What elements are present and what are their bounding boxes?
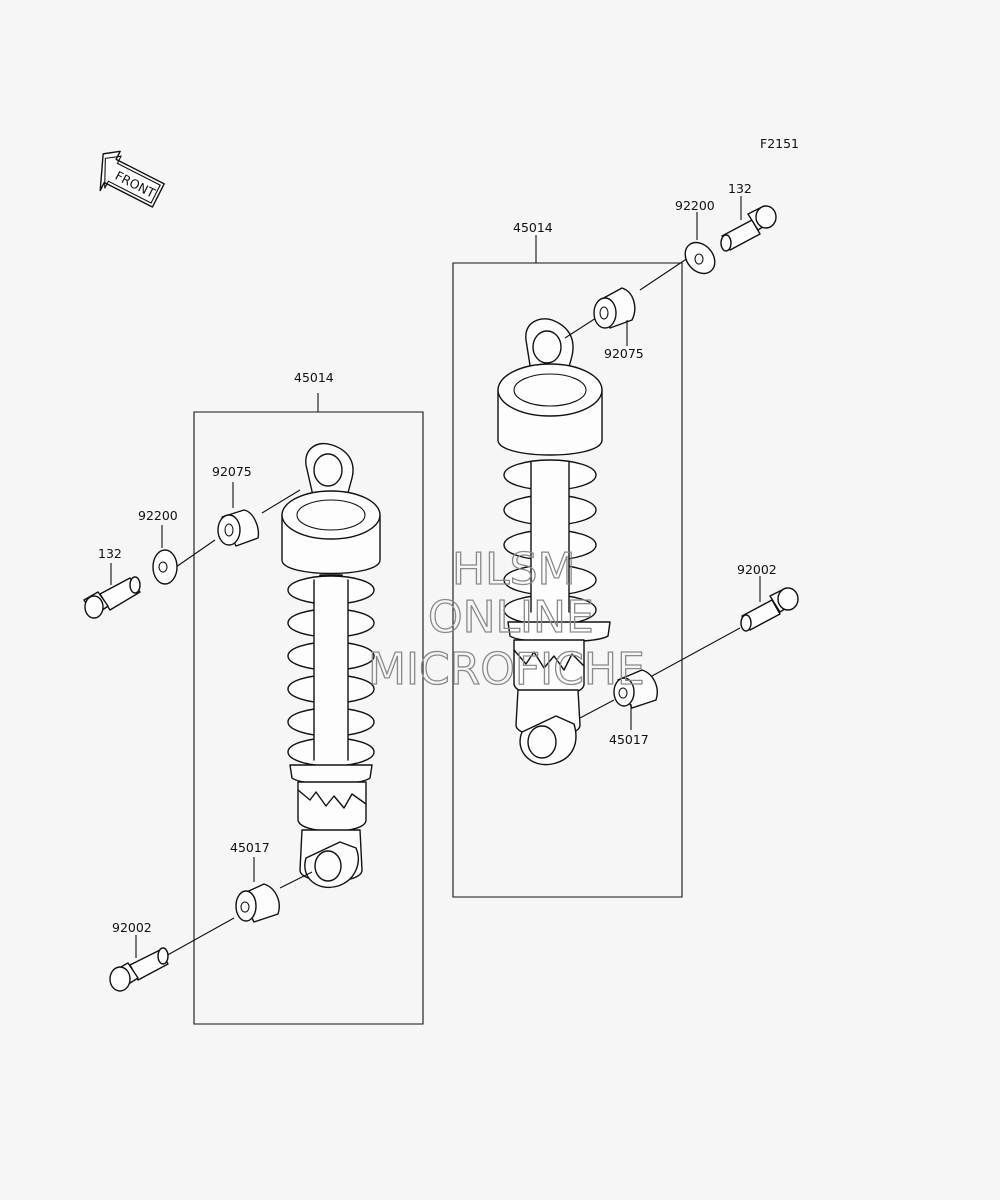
left-bolt-132 bbox=[83, 576, 141, 619]
watermark: HLSM ONLINE MICROFICHE bbox=[367, 543, 645, 695]
right-upper-leader-b bbox=[639, 257, 689, 291]
left-spring bbox=[287, 574, 375, 785]
right-label-45017: 45017 bbox=[609, 732, 649, 747]
left-collar-92075 bbox=[217, 509, 260, 547]
left-bolt-92002 bbox=[109, 947, 169, 992]
right-collar-92075 bbox=[593, 287, 636, 329]
right-upper-leader-a bbox=[564, 317, 597, 339]
left-lower-leader-b bbox=[163, 917, 235, 958]
left-label-132: 132 bbox=[98, 546, 122, 561]
right-washer-92200 bbox=[684, 241, 716, 275]
right-assembly: 45014 bbox=[452, 181, 799, 898]
right-bolt-92002 bbox=[740, 587, 799, 632]
left-label-45017: 45017 bbox=[230, 840, 270, 855]
right-upper-eye bbox=[525, 318, 574, 379]
right-shock-cap bbox=[497, 363, 603, 456]
left-collar-45017 bbox=[235, 883, 280, 923]
left-lower-leader-a bbox=[279, 871, 313, 889]
left-label-92002: 92002 bbox=[112, 920, 152, 935]
front-arrow-icon: FRONT bbox=[99, 150, 165, 208]
left-label-45014: 45014 bbox=[294, 370, 334, 385]
right-lower-eye bbox=[519, 715, 577, 766]
right-bolt-132 bbox=[720, 205, 777, 252]
left-upper-leader-b bbox=[175, 539, 216, 568]
left-label-92075: 92075 bbox=[212, 464, 252, 479]
right-label-92002: 92002 bbox=[737, 562, 777, 577]
right-label-92200: 92200 bbox=[675, 198, 715, 213]
left-upper-eye bbox=[305, 442, 354, 501]
watermark-line2: ONLINE bbox=[428, 592, 594, 643]
right-label-132: 132 bbox=[728, 181, 752, 196]
left-assembly: 45014 bbox=[83, 370, 424, 1025]
right-collar-45017 bbox=[613, 669, 658, 709]
left-lower-eye bbox=[304, 841, 359, 888]
left-label-92200: 92200 bbox=[138, 508, 178, 523]
right-bracket-box bbox=[452, 235, 683, 898]
right-label-92075: 92075 bbox=[604, 346, 644, 361]
left-washer-92200 bbox=[152, 549, 178, 585]
right-lower-leader-b bbox=[651, 627, 741, 677]
figure-code: F2151 bbox=[760, 136, 799, 151]
left-shock-cap bbox=[281, 490, 381, 575]
right-label-45014: 45014 bbox=[513, 220, 553, 235]
watermark-line3: MICROFICHE bbox=[368, 644, 645, 695]
right-lower-leader-a bbox=[579, 699, 615, 719]
right-spring bbox=[503, 459, 611, 643]
left-upper-leader-a bbox=[261, 489, 301, 514]
watermark-line1: HLSM bbox=[452, 544, 576, 595]
left-bracket-box bbox=[193, 393, 424, 1025]
